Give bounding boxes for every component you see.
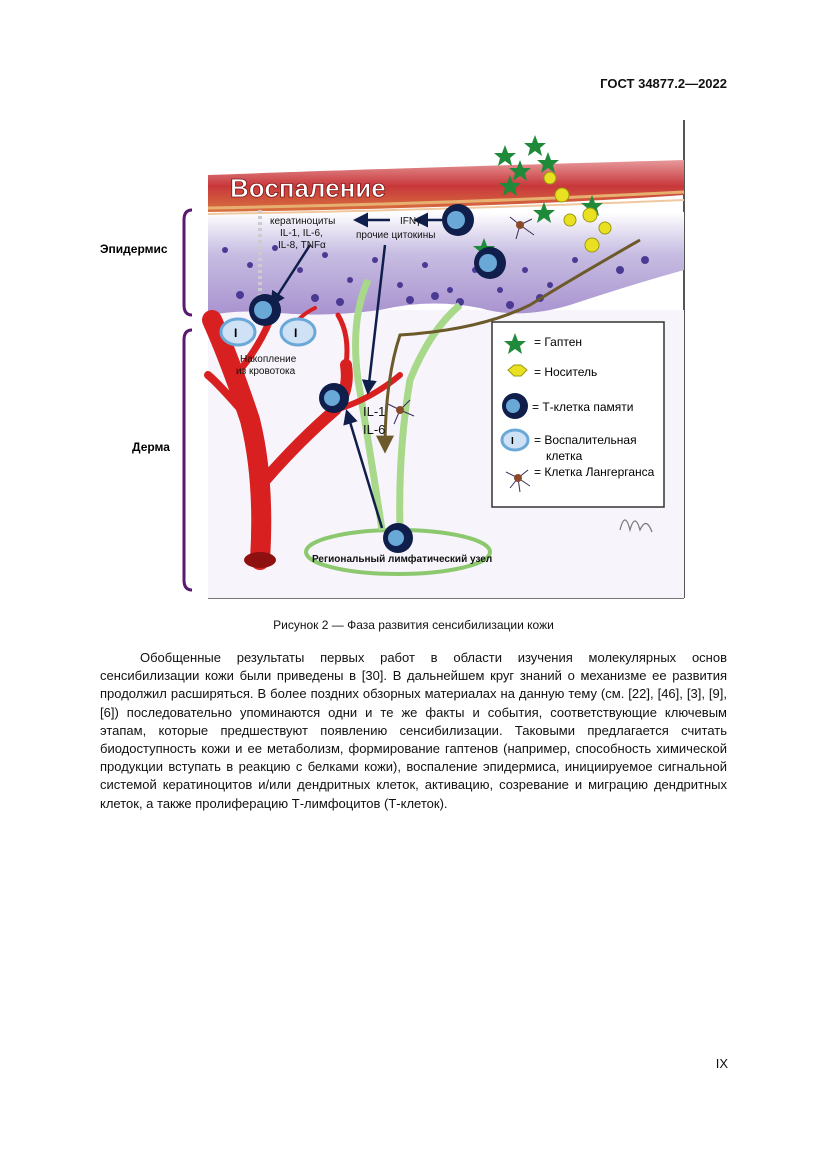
skin-fiber-line bbox=[207, 190, 685, 210]
legend-langerhans: = Клетка Лангерганса bbox=[534, 465, 655, 479]
legend-hapten: = Гаптен bbox=[534, 335, 582, 349]
legend-memory: = Т-клетка памяти bbox=[532, 400, 633, 414]
legend-inflam-1: = Воспалительная bbox=[534, 433, 637, 447]
figure-labels: кератиноциты IL-1, IL-6, IL-8, TNFα IFNγ… bbox=[236, 216, 492, 565]
figure-skin-sensitization: Воспаление Эпидермис Дерма bbox=[100, 120, 700, 605]
lymph-vessel-left bbox=[352, 278, 386, 531]
legend: = Гаптен = Носитель = Т-клетка памяти I … bbox=[491, 321, 665, 508]
figure-svg: Воспаление Эпидермис Дерма bbox=[100, 120, 700, 605]
figure-title: Воспаление bbox=[230, 173, 386, 203]
kerat-line1: кератиноциты bbox=[270, 216, 335, 227]
lymph-node-label: Региональный лимфатический узел bbox=[312, 553, 492, 565]
epidermis-layer bbox=[208, 212, 684, 316]
arrow-cytokines-down bbox=[361, 244, 387, 395]
lymph-vessel-right bbox=[396, 302, 463, 531]
dermis-bracket bbox=[182, 328, 193, 592]
langerhans-nucleus-1 bbox=[516, 221, 524, 229]
label-epidermis: Эпидермис bbox=[100, 242, 168, 256]
page-number: IX bbox=[715, 1056, 728, 1071]
langerhans-icon-nucleus bbox=[514, 474, 522, 482]
epidermis-bracket bbox=[182, 208, 193, 317]
il6-label: IL-6 bbox=[363, 422, 385, 437]
paragraph-text: Обобщенные результаты первых работ в обл… bbox=[100, 650, 727, 811]
vessel-opening bbox=[244, 552, 276, 568]
accum-line1: Накопление bbox=[240, 354, 297, 365]
signature-mark bbox=[619, 519, 653, 533]
arrow-node-to-dermis bbox=[343, 409, 384, 529]
body-paragraph: Обобщенные результаты первых работ в обл… bbox=[100, 649, 727, 813]
il1-label: IL-1 bbox=[363, 404, 385, 419]
inflammatory-cells bbox=[219, 317, 317, 347]
legend-carrier: = Носитель bbox=[534, 365, 597, 379]
memory-cells bbox=[249, 204, 506, 553]
figure-caption: Рисунок 2 — Фаза развития сенсибилизации… bbox=[273, 618, 554, 632]
accum-line2: из кровотока bbox=[236, 366, 296, 377]
arrow-to-keratinocyte-cell bbox=[270, 244, 312, 307]
legend-inflam-2: клетка bbox=[546, 449, 583, 463]
langerhans-nucleus-2 bbox=[396, 406, 404, 414]
kerat-line3: IL-8, TNFα bbox=[278, 240, 326, 251]
legend-cell-letter: I bbox=[511, 436, 514, 447]
carrier-icon bbox=[507, 364, 528, 377]
label-dermis: Дерма bbox=[132, 440, 170, 454]
inflam-cell-label-2: I bbox=[294, 326, 297, 340]
inflammatory-cell-icon bbox=[500, 428, 530, 452]
standard-number: ГОСТ 34877.2—2022 bbox=[600, 76, 727, 91]
memory-cell-icon-core bbox=[506, 399, 520, 413]
carrier-group bbox=[543, 171, 612, 253]
inflam-cell-label-1: I bbox=[234, 326, 237, 340]
hapten-icon bbox=[504, 333, 526, 354]
kerat-line2: IL-1, IL-6, bbox=[280, 228, 323, 239]
ifn-line2: прочие цитокины bbox=[356, 230, 435, 241]
ifn-line1: IFNγ bbox=[400, 216, 421, 227]
dc-migration-arrow bbox=[376, 238, 641, 454]
langerhans-icon bbox=[505, 469, 531, 493]
langerhans-cells bbox=[387, 216, 535, 425]
